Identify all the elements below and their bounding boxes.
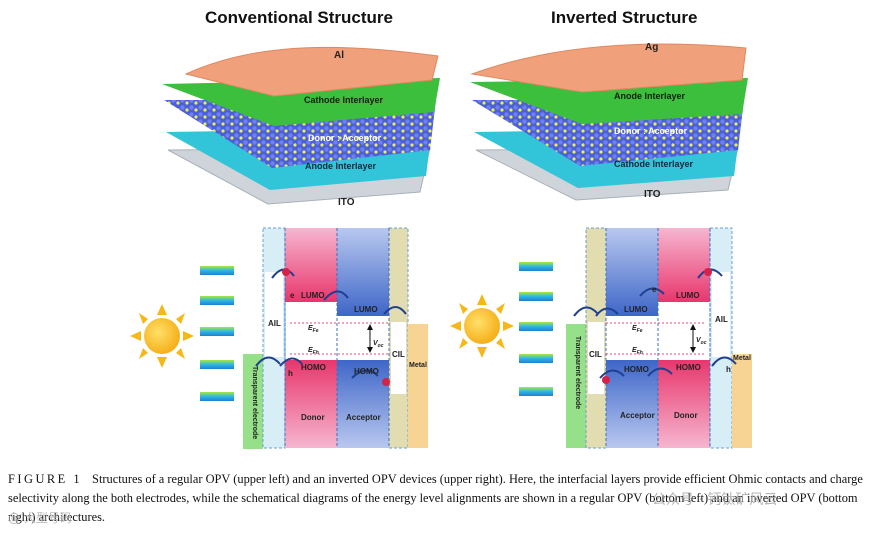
label-donor-homo: HOMO [301,363,326,372]
label-efh: EFh [632,347,643,356]
acceptor-homo-band [337,360,389,448]
light-arrows [200,266,234,401]
transparent-electrode [243,354,263,449]
electron-icon [282,268,290,276]
label-anode-interlayer: Anode Interlayer [305,161,377,171]
label-hole: h [288,369,293,378]
label-cil: CIL [589,350,602,359]
electron-blocked-icon [704,268,712,276]
sun-icon [130,304,194,368]
label-acceptor-lumo: LUMO [624,305,648,314]
sun-icon [450,294,514,358]
label-donor-lumo: LUMO [301,291,325,300]
ag-electrode [470,43,747,93]
label-electron: e [652,285,657,294]
label-donor: Donor [301,413,325,422]
hole-blocked-icon [602,376,610,384]
label-efe: EFe [308,325,319,334]
label-acceptor-lumo: LUMO [354,305,378,314]
label-acceptor-homo: HOMO [354,367,379,376]
caption-text: Structures of a regular OPV (upper left)… [8,472,863,524]
label-ail: AIL [268,319,281,328]
label-electron: e [290,291,295,300]
donor-lumo-band [285,228,337,302]
label-donor-acceptor: Donor : Acceptor [614,126,688,136]
light-arrows [519,262,553,396]
label-efe: EFe [632,325,643,334]
label-donor: Donor [674,411,698,420]
metal-electrode [408,324,428,448]
metal-electrode [732,354,752,448]
label-transparent-electrode: Transparent electrode [574,336,581,409]
label-cathode-interlayer: Cathode Interlayer [614,159,694,169]
watermark-left: @ 大型号码 [8,511,72,525]
right-device-stack [470,43,748,201]
donor-lumo-band [658,228,710,302]
label-metal: Metal [733,355,751,362]
label-donor-lumo: LUMO [676,291,700,300]
cathode-interlayer [162,78,440,126]
label-ag: Ag [645,42,658,53]
label-voc: Voc [696,337,707,346]
label-anode-interlayer: Anode Interlayer [614,91,686,101]
al-electrode [184,46,439,97]
hole-blocked-icon [382,378,390,386]
right-energy-diagram [450,227,752,449]
acceptor-lumo-band [337,228,389,316]
label-transparent-electrode: Transparent electrode [251,366,258,439]
donor-homo-band [285,360,337,448]
left-device-stack [162,46,440,205]
label-hole: h [726,365,731,374]
anode-interlayer [470,78,748,124]
donor-homo-band [658,360,710,448]
label-donor-acceptor: Donor : Acceptor [308,133,382,143]
label-cathode-interlayer: Cathode Interlayer [304,95,384,105]
label-voc: Voc [373,340,384,349]
label-donor-homo: HOMO [676,363,701,372]
label-ail: AIL [715,315,728,324]
label-al: Al [334,50,344,61]
watermark-right: 公众号 · 钙钛矿风云 [652,492,778,508]
label-metal: Metal [409,362,427,369]
title-inverted-structure: Inverted Structure [551,8,698,27]
label-acceptor-homo: HOMO [624,365,649,374]
title-conventional-structure: Conventional Structure [205,8,393,27]
acceptor-lumo-band [606,228,658,316]
label-cil: CIL [392,350,405,359]
label-acceptor: Acceptor [620,411,655,420]
transparent-electrode [566,324,586,448]
label-ito: ITO [338,197,355,208]
left-energy-diagram [130,227,428,449]
label-acceptor: Acceptor [346,413,381,422]
figure-label: FIGURE 1 [8,472,83,486]
label-ito: ITO [644,189,661,200]
label-efh: EFh [308,347,319,356]
